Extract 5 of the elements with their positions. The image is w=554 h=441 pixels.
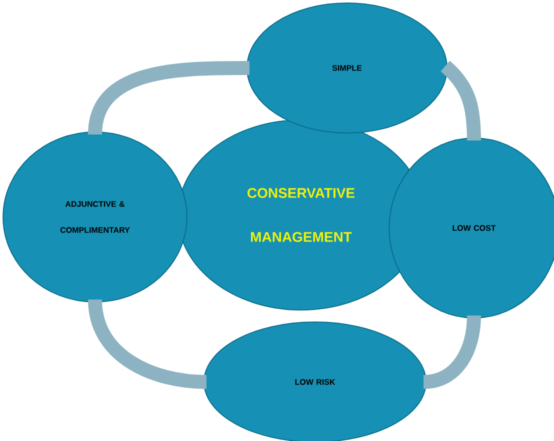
- ellipse-node: ADJUNCTIVE & COMPLIMENTARY: [2, 132, 188, 302]
- ellipse-node: SIMPLE: [246, 2, 448, 134]
- ellipse-node: LOW RISK: [204, 321, 426, 441]
- node-label: LOW COST: [452, 225, 496, 231]
- ellipse-node: LOW COST: [388, 138, 554, 318]
